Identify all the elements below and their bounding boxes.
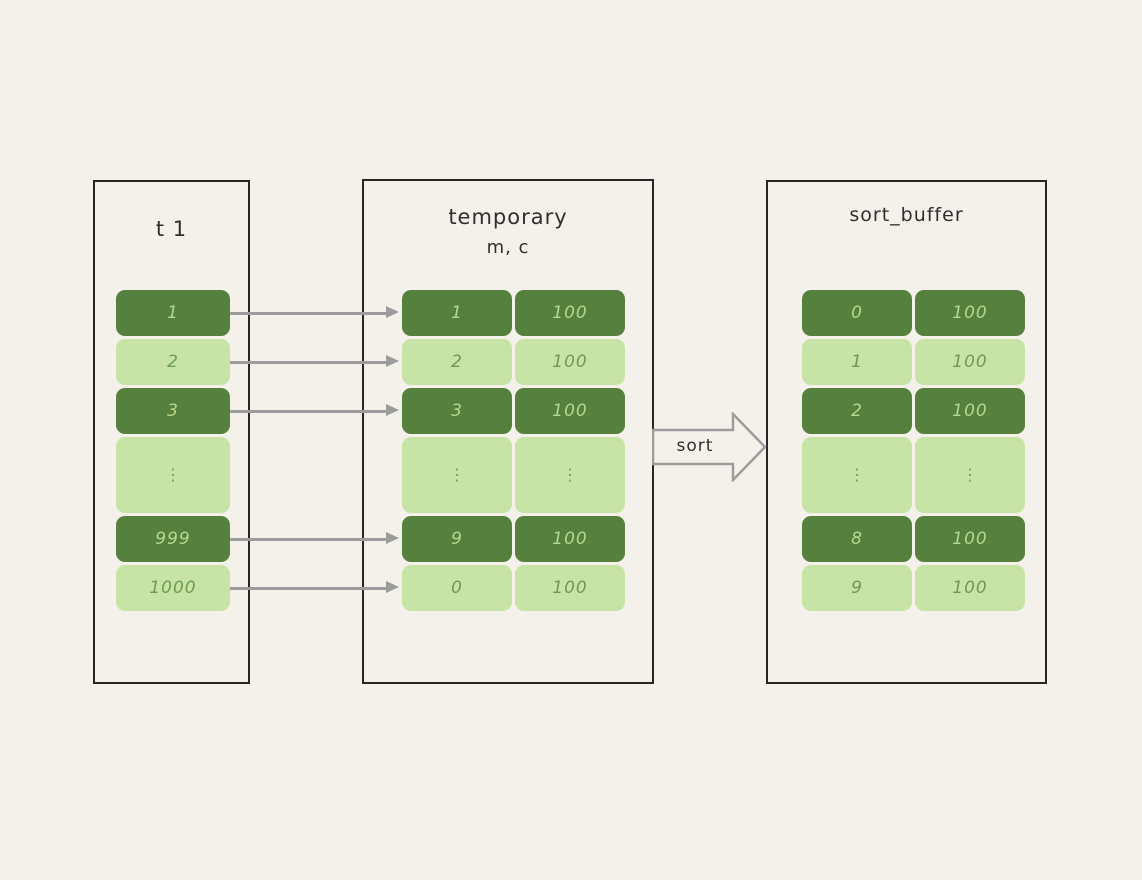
connector-line bbox=[230, 538, 388, 541]
cell-value: 100 bbox=[515, 339, 625, 385]
table-sort-buffer-rows: 0 100 1 100 2 100 ⋮ ⋮ 8 100 9 100 bbox=[802, 290, 1025, 611]
table-t1-title: t 1 bbox=[155, 217, 188, 241]
sort-arrow-label: sort bbox=[676, 436, 714, 456]
table-row: 2 100 bbox=[402, 339, 625, 385]
cell-value: 999 bbox=[116, 516, 230, 562]
ellipsis-dots: ⋮ bbox=[915, 437, 1025, 513]
cell-value: 1000 bbox=[116, 565, 230, 611]
cell-value: 100 bbox=[915, 339, 1025, 385]
table-row: 1 100 bbox=[802, 339, 1025, 385]
table-row: 0 100 bbox=[402, 565, 625, 611]
arrowhead-icon bbox=[386, 305, 399, 318]
ellipsis-dots: ⋮ bbox=[802, 437, 912, 513]
cell-value: 1 bbox=[402, 290, 512, 336]
ellipsis-dots: ⋮ bbox=[116, 437, 230, 513]
connector-line bbox=[230, 361, 388, 364]
cell-value: 0 bbox=[802, 290, 912, 336]
cell-value: 100 bbox=[515, 388, 625, 434]
cell-value: 0 bbox=[402, 565, 512, 611]
table-row: 9 100 bbox=[402, 516, 625, 562]
table-row: 0 100 bbox=[802, 290, 1025, 336]
cell-value: 100 bbox=[915, 565, 1025, 611]
cell-value: 100 bbox=[515, 565, 625, 611]
table-t1: t 1 1 2 3 ⋮ 999 1000 bbox=[93, 180, 250, 684]
arrowhead-icon bbox=[386, 531, 399, 544]
table-row: 2 bbox=[116, 339, 230, 385]
cell-value: 2 bbox=[802, 388, 912, 434]
table-temporary-subtitle: m, c bbox=[486, 237, 530, 258]
arrowhead-icon bbox=[386, 580, 399, 593]
arrowhead-icon bbox=[386, 354, 399, 367]
cell-value: 9 bbox=[802, 565, 912, 611]
connector-line bbox=[230, 587, 388, 590]
cell-value: 2 bbox=[402, 339, 512, 385]
cell-value: 100 bbox=[515, 290, 625, 336]
cell-value: 1 bbox=[802, 339, 912, 385]
table-row: 1 bbox=[116, 290, 230, 336]
arrowhead-icon bbox=[386, 403, 399, 416]
cell-value: 100 bbox=[515, 516, 625, 562]
cell-value: 100 bbox=[915, 290, 1025, 336]
table-sort-buffer: sort_buffer 0 100 1 100 2 100 ⋮ ⋮ 8 100 bbox=[766, 180, 1047, 684]
cell-value: 3 bbox=[116, 388, 230, 434]
table-row-ellipsis: ⋮ bbox=[116, 437, 230, 513]
cell-value: 2 bbox=[116, 339, 230, 385]
table-row: 999 bbox=[116, 516, 230, 562]
table-temporary-title: temporary bbox=[448, 205, 568, 229]
ellipsis-dots: ⋮ bbox=[402, 437, 512, 513]
table-row: 8 100 bbox=[802, 516, 1025, 562]
table-row: 3 bbox=[116, 388, 230, 434]
table-row: 2 100 bbox=[802, 388, 1025, 434]
table-sort-buffer-title: sort_buffer bbox=[849, 204, 964, 226]
connector-line bbox=[230, 410, 388, 413]
cell-value: 3 bbox=[402, 388, 512, 434]
table-row: 3 100 bbox=[402, 388, 625, 434]
cell-value: 100 bbox=[915, 388, 1025, 434]
table-row: 1 100 bbox=[402, 290, 625, 336]
table-row: 9 100 bbox=[802, 565, 1025, 611]
ellipsis-dots: ⋮ bbox=[515, 437, 625, 513]
sort-arrow-icon bbox=[652, 412, 767, 482]
cell-value: 9 bbox=[402, 516, 512, 562]
table-temporary: temporary m, c 1 100 2 100 3 100 ⋮ ⋮ 9 1… bbox=[362, 179, 654, 684]
table-t1-rows: 1 2 3 ⋮ 999 1000 bbox=[116, 290, 230, 611]
connector-line bbox=[230, 312, 388, 315]
table-temporary-rows: 1 100 2 100 3 100 ⋮ ⋮ 9 100 0 100 bbox=[402, 290, 625, 611]
cell-value: 1 bbox=[116, 290, 230, 336]
cell-value: 100 bbox=[915, 516, 1025, 562]
table-row-ellipsis: ⋮ ⋮ bbox=[802, 437, 1025, 513]
table-row: 1000 bbox=[116, 565, 230, 611]
table-row-ellipsis: ⋮ ⋮ bbox=[402, 437, 625, 513]
cell-value: 8 bbox=[802, 516, 912, 562]
